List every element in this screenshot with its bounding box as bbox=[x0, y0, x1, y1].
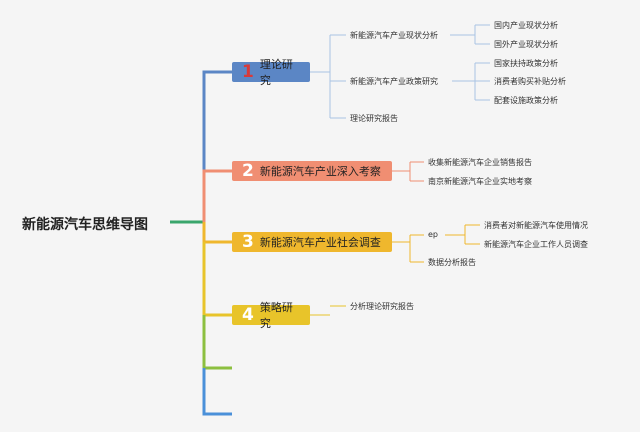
leaf-foreign-status[interactable]: 国外产业现状分析 bbox=[494, 40, 558, 49]
b3-sub1-connector bbox=[445, 224, 480, 245]
leaf-data-analysis-report[interactable]: 数据分析报告 bbox=[428, 258, 476, 267]
branch-number: 2 bbox=[242, 161, 254, 181]
branch-social-survey[interactable]: 3 新能源汽车产业社会调查 bbox=[232, 232, 392, 252]
leaf-sales-report[interactable]: 收集新能源汽车企业销售报告 bbox=[428, 158, 532, 167]
trunk-stub-blue bbox=[202, 368, 232, 416]
trunk-stub-green bbox=[202, 315, 232, 370]
branch-number: 1 bbox=[242, 62, 254, 82]
branch-label: 策略研究 bbox=[259, 301, 293, 330]
b1-connector bbox=[310, 34, 346, 119]
leaf-facility-policy[interactable]: 配套设施政策分析 bbox=[494, 96, 558, 105]
branch-label: 新能源汽车产业社会调查 bbox=[259, 236, 381, 249]
branch-strategy-research[interactable]: 4 策略研究 bbox=[232, 301, 310, 330]
trunk-branch-3 bbox=[202, 222, 232, 244]
trunk-branch-2 bbox=[202, 169, 232, 222]
b4-connector bbox=[310, 305, 346, 316]
branch-label: 新能源汽车产业深入考察 bbox=[259, 165, 381, 178]
b2-connector bbox=[392, 161, 424, 182]
trunk-branch-4 bbox=[202, 242, 232, 317]
branch-number: 4 bbox=[242, 305, 254, 325]
leaf-analyze-report[interactable]: 分析理论研究报告 bbox=[350, 302, 414, 311]
leaf-consumer-subsidy[interactable]: 消费者购买补贴分析 bbox=[494, 77, 566, 86]
topic-ep[interactable]: ep bbox=[428, 230, 438, 239]
leaf-domestic-status[interactable]: 国内产业现状分析 bbox=[494, 21, 558, 30]
leaf-staff-survey[interactable]: 新能源汽车企业工作人员调查 bbox=[484, 240, 588, 249]
topic-theory-report[interactable]: 理论研究报告 bbox=[350, 114, 398, 123]
branch-industry-inspection[interactable]: 2 新能源汽车产业深入考察 bbox=[232, 161, 392, 181]
root-title[interactable]: 新能源汽车思维导图 bbox=[22, 217, 148, 233]
branch-theory-research[interactable]: 1 理论研究 bbox=[232, 58, 310, 87]
b1-sub1-connector bbox=[450, 24, 490, 45]
trunk-branch-1 bbox=[202, 70, 232, 222]
topic-industry-status[interactable]: 新能源汽车产业现状分析 bbox=[350, 31, 438, 40]
b3-connector bbox=[392, 234, 424, 263]
branch-number: 3 bbox=[242, 232, 254, 252]
b1-sub2-connector bbox=[452, 62, 490, 101]
leaf-national-policy[interactable]: 国家扶持政策分析 bbox=[494, 59, 558, 68]
branch-label: 理论研究 bbox=[259, 58, 293, 87]
leaf-consumer-usage[interactable]: 消费者对新能源汽车使用情况 bbox=[484, 221, 588, 230]
topic-industry-policy[interactable]: 新能源汽车产业政策研究 bbox=[350, 77, 438, 86]
leaf-nanjing-inspection[interactable]: 南京新能源汽车企业实地考察 bbox=[428, 177, 532, 186]
